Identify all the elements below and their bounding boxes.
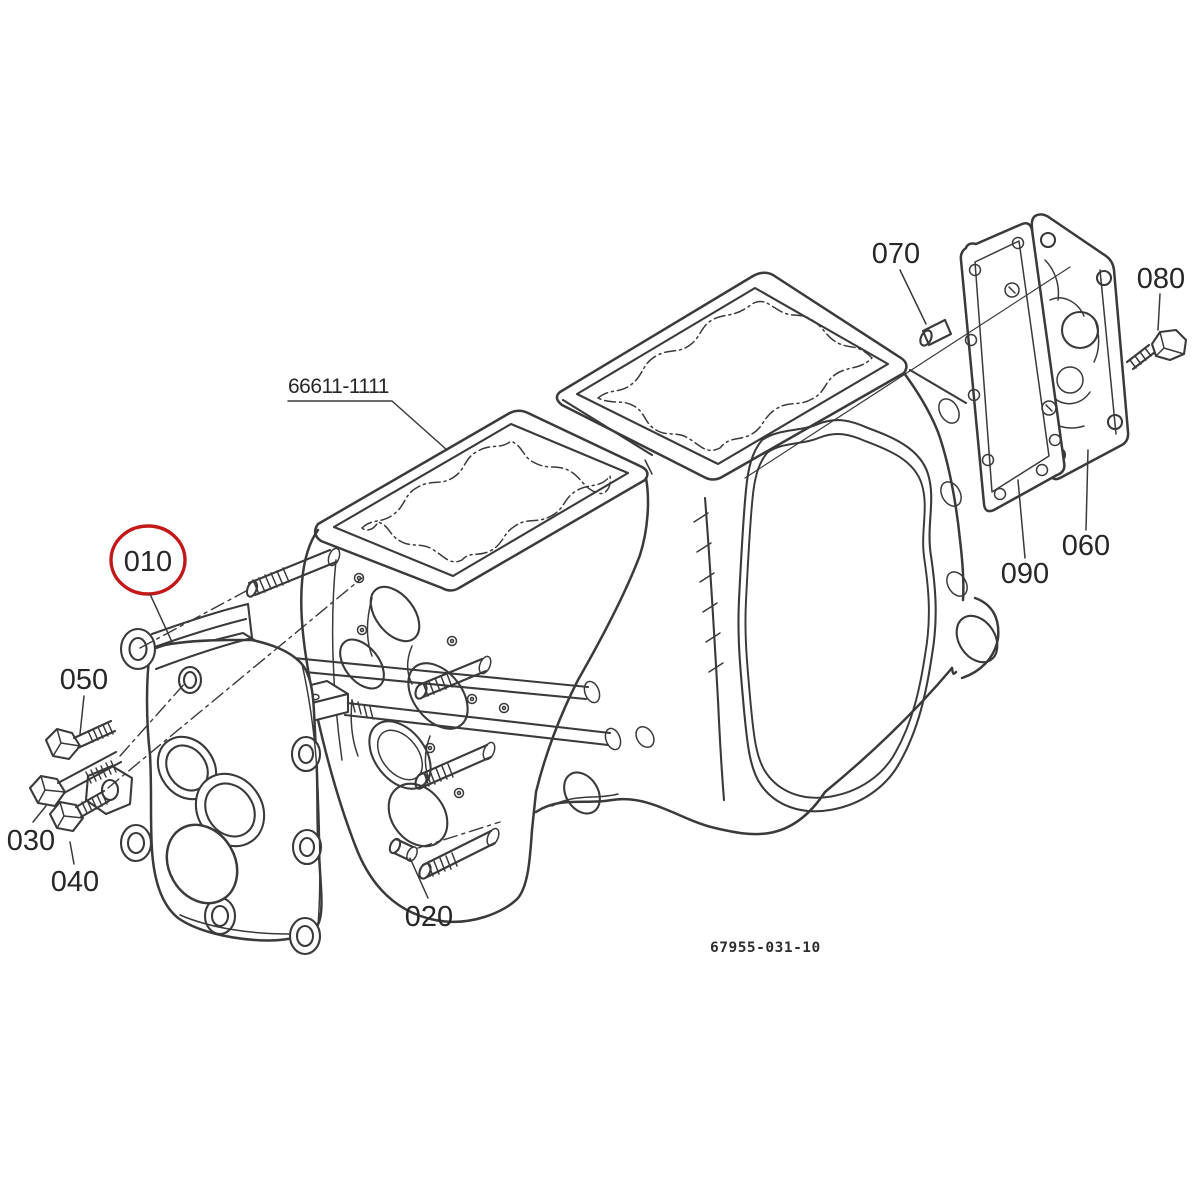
cover-end-cap (165, 823, 239, 905)
thread-holes (353, 572, 510, 799)
callout-050[interactable]: 050 (60, 664, 108, 735)
leader-070 (899, 269, 927, 325)
assembly-part-number-label[interactable]: 66611-1111 (287, 375, 448, 451)
leader-010 (149, 593, 173, 643)
callout-070[interactable]: 070 (872, 238, 927, 325)
transmission-case-drawing (245, 271, 1000, 923)
dowel-axis-line (744, 266, 1071, 479)
callout-020[interactable]: 020 (405, 857, 453, 933)
callout-040[interactable]: 040 (51, 841, 99, 898)
figure-code: 67955-031-10 (710, 940, 821, 956)
callout-020-label[interactable]: 020 (405, 901, 453, 933)
bolt-080-drawing (1125, 328, 1188, 371)
gasket-090-drawing (959, 222, 1066, 513)
assembly-axis-lines (107, 577, 501, 849)
front-cover-010-drawing (84, 602, 323, 956)
leader-040 (69, 841, 75, 865)
callout-010[interactable]: 010 (109, 524, 187, 643)
leader-030 (32, 805, 47, 823)
pin-020-drawing (388, 837, 418, 863)
bolt-050-drawing (44, 719, 117, 761)
stud-lower (418, 827, 500, 880)
callout-040-label[interactable]: 040 (51, 866, 99, 898)
callout-060-label[interactable]: 060 (1062, 530, 1110, 562)
cover-seal-rings (156, 735, 266, 848)
stud-mid-2 (414, 741, 496, 790)
leader-060 (1085, 449, 1089, 531)
callout-030[interactable]: 030 (7, 805, 55, 857)
stud-upper-left (245, 547, 341, 598)
callout-080-label[interactable]: 080 (1137, 263, 1185, 295)
callout-090-label[interactable]: 090 (1001, 558, 1049, 590)
callout-080[interactable]: 080 (1137, 263, 1185, 331)
pin-070-drawing (919, 318, 953, 347)
gasket-holes (964, 236, 1062, 501)
highlight-circle (109, 524, 187, 596)
leader-part-number (287, 400, 448, 451)
callouts: 010 050 030 040 020 070 080 060 (7, 238, 1185, 956)
leader-020 (409, 857, 429, 899)
callout-050-label[interactable]: 050 (60, 664, 108, 696)
assembly-part-number[interactable]: 66611-1111 (288, 375, 389, 398)
callout-030-label[interactable]: 030 (7, 825, 55, 857)
leader-090 (1017, 479, 1026, 559)
leader-080 (1157, 293, 1161, 331)
leader-050 (79, 695, 85, 735)
bolt-040-drawing (48, 789, 111, 833)
callout-070-label[interactable]: 070 (872, 238, 920, 270)
callout-010-label[interactable]: 010 (124, 546, 172, 578)
callout-060[interactable]: 060 (1062, 449, 1110, 562)
bolt-030-drawing (28, 750, 123, 808)
callout-090[interactable]: 090 (1001, 479, 1049, 590)
